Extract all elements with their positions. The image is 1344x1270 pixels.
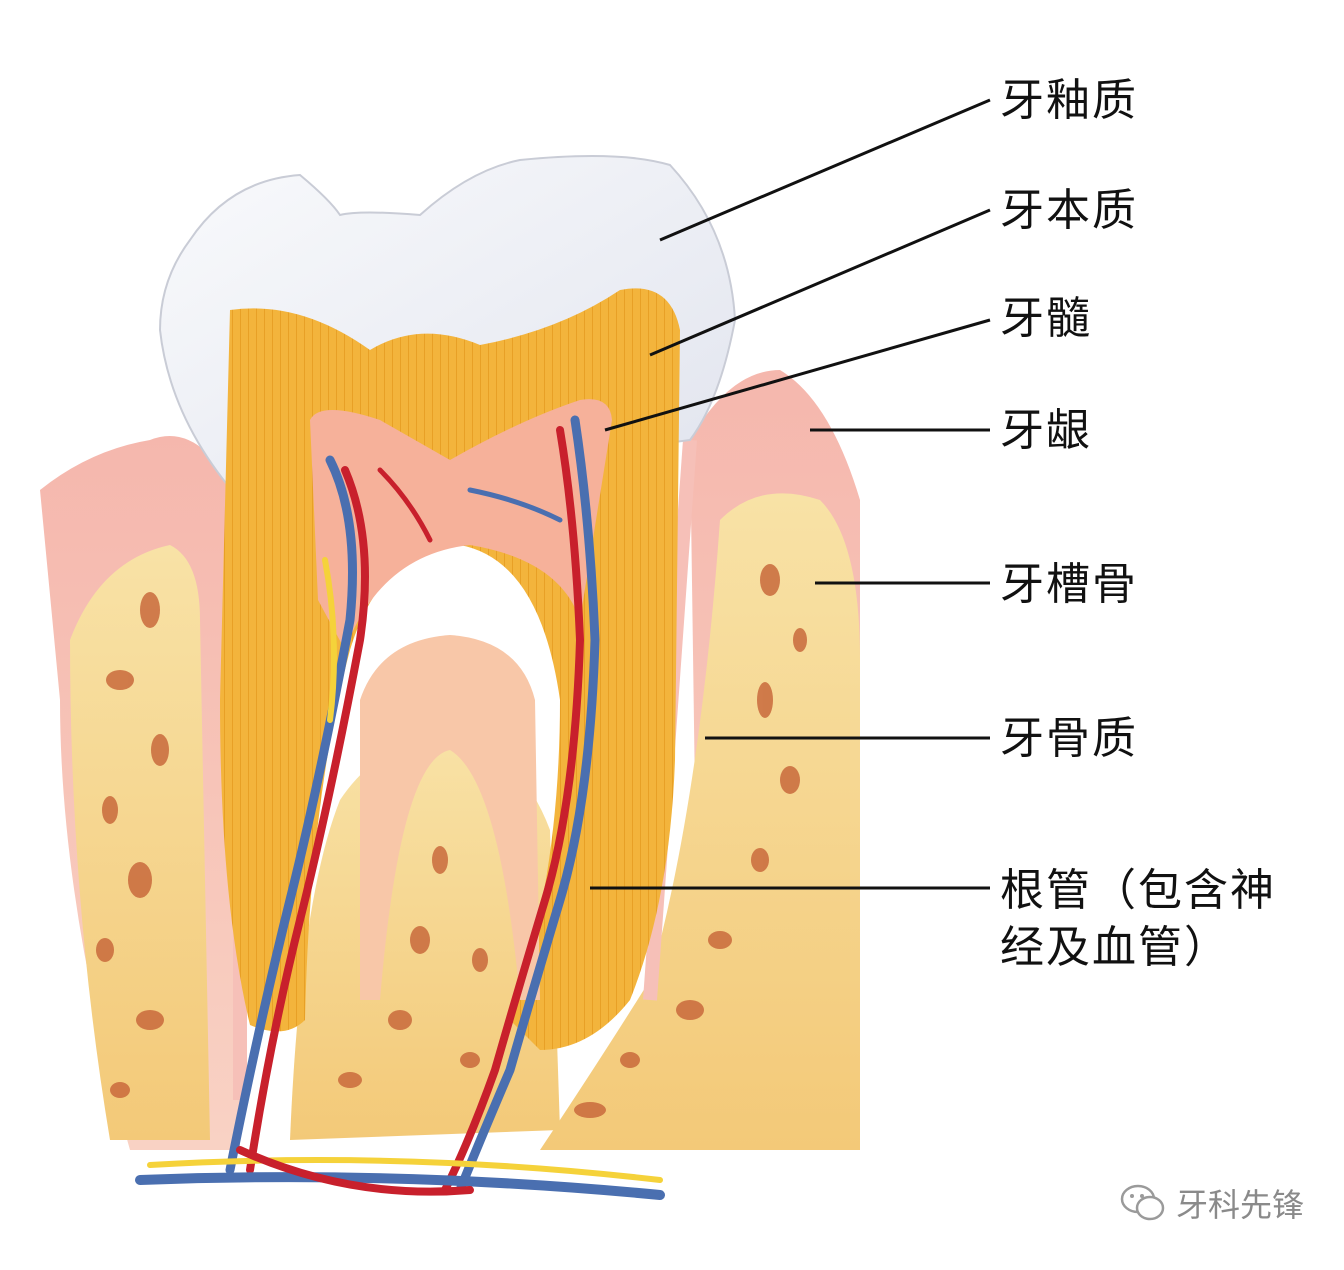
leader-lines: [590, 98, 991, 890]
label-enamel: 牙釉质: [1000, 75, 1138, 126]
watermark: 牙科先锋: [1120, 1180, 1304, 1226]
vessels: [135, 415, 665, 1200]
label-alveolar-bone: 牙槽骨: [1000, 559, 1138, 610]
label-root-canal: 根管（包含神经及血管）: [1000, 865, 1276, 974]
pulp-inner: [360, 635, 540, 1000]
label-cementum: 牙骨质: [1000, 713, 1138, 764]
pulp: [310, 399, 612, 650]
watermark-text: 牙科先锋: [1175, 1186, 1304, 1224]
alveolar-bone: [540, 493, 860, 1150]
bone-pores: [96, 564, 807, 1118]
label-dentin: 牙本质: [1000, 185, 1138, 236]
label-gum: 牙龈: [1000, 405, 1092, 456]
wechat-icon: [1120, 1184, 1165, 1221]
alveolar-bone: [70, 545, 210, 1140]
label-pulp: 牙髓: [1000, 293, 1092, 344]
